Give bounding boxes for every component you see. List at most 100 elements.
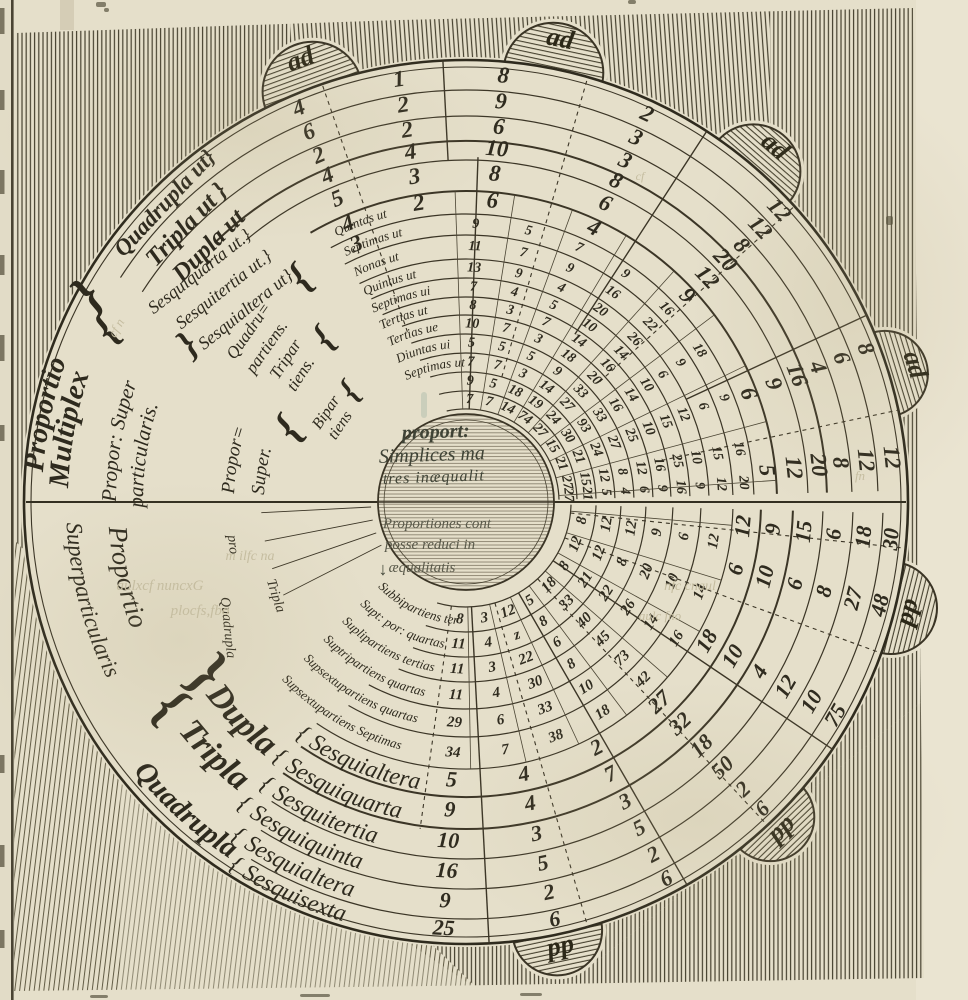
svg-text:16: 16 [605, 395, 625, 415]
svg-text:4: 4 [490, 685, 501, 702]
svg-text:27: 27 [558, 473, 576, 492]
svg-text:21: 21 [579, 485, 595, 501]
svg-text:posse reduci in: posse reduci in [384, 537, 475, 553]
svg-text:8: 8 [456, 611, 465, 627]
svg-text:12: 12 [622, 519, 640, 537]
svg-text:15: 15 [790, 519, 817, 543]
svg-text:4: 4 [617, 486, 633, 495]
svg-text:7: 7 [518, 245, 529, 261]
svg-text:25: 25 [431, 914, 455, 940]
svg-text:7: 7 [470, 279, 479, 294]
svg-text:11: 11 [450, 661, 465, 678]
svg-text:8: 8 [469, 298, 477, 313]
svg-text:93: 93 [573, 416, 593, 436]
svg-text:9: 9 [649, 527, 666, 537]
svg-text:18: 18 [506, 382, 525, 401]
svg-text:16: 16 [650, 456, 667, 473]
svg-text:15: 15 [708, 445, 725, 462]
svg-text:12: 12 [705, 532, 723, 550]
svg-text:5: 5 [488, 376, 498, 392]
svg-text:24: 24 [586, 439, 606, 459]
svg-text:25: 25 [668, 452, 686, 470]
svg-text:12: 12 [498, 601, 518, 621]
svg-text:cf: cf [636, 169, 646, 183]
svg-text:30: 30 [877, 527, 904, 552]
svg-text:14: 14 [498, 399, 517, 418]
svg-text:8: 8 [574, 515, 591, 525]
svg-text:12: 12 [673, 405, 692, 424]
svg-text:16: 16 [435, 857, 458, 883]
svg-text:21: 21 [568, 446, 588, 466]
svg-text:9: 9 [439, 887, 451, 913]
svg-text:29: 29 [446, 714, 463, 731]
svg-text:4: 4 [482, 634, 493, 651]
svg-text:5: 5 [523, 223, 533, 239]
svg-text:8: 8 [614, 467, 630, 477]
svg-text:27: 27 [603, 432, 623, 452]
svg-text:10: 10 [687, 449, 704, 466]
svg-text:7: 7 [501, 320, 512, 336]
svg-text:8: 8 [497, 62, 511, 88]
svg-text:34: 34 [444, 744, 461, 761]
svg-text:aulxcf nuncxG: aulxcf nuncxG [116, 578, 203, 594]
svg-text:25: 25 [621, 425, 641, 445]
svg-text:9: 9 [514, 266, 524, 282]
svg-text:↓: ↓ [379, 559, 388, 579]
svg-text:13: 13 [467, 260, 482, 275]
svg-text:14: 14 [621, 385, 641, 405]
svg-text:ad: ad [544, 21, 577, 56]
svg-text:10: 10 [636, 375, 656, 395]
svg-text:30: 30 [525, 672, 546, 693]
svg-text:nfc cnaul: nfc cnaul [664, 579, 716, 594]
svg-text:6: 6 [820, 528, 846, 541]
svg-text:12: 12 [632, 460, 649, 477]
svg-text:6: 6 [496, 712, 506, 729]
svg-text:10: 10 [465, 316, 480, 331]
svg-text:3: 3 [486, 659, 497, 676]
svg-text:æqualitatis: æqualitatis [389, 560, 456, 576]
svg-text:7: 7 [484, 394, 495, 410]
svg-text:20: 20 [636, 561, 657, 582]
svg-text:18: 18 [850, 525, 877, 549]
svg-text:4: 4 [508, 284, 519, 300]
svg-text:9: 9 [759, 522, 785, 535]
svg-text:6: 6 [676, 531, 693, 541]
svg-text:22: 22 [515, 648, 536, 669]
svg-text:11: 11 [448, 687, 463, 704]
svg-text:12: 12 [598, 515, 616, 533]
svg-text:m ilfc na: m ilfc na [226, 549, 275, 564]
svg-text:30: 30 [557, 425, 578, 446]
svg-text:5: 5 [497, 339, 507, 355]
svg-text:20: 20 [589, 300, 610, 321]
svg-text:33: 33 [589, 405, 610, 426]
svg-text:fn: fn [855, 468, 865, 483]
svg-text:20: 20 [735, 474, 751, 490]
svg-text:21: 21 [574, 569, 596, 591]
svg-text:10: 10 [639, 419, 658, 438]
svg-text:Proportiones cont: Proportiones cont [382, 516, 492, 532]
svg-text:5: 5 [468, 335, 476, 350]
svg-text:plocfs,fbo: plocfs,fbo [170, 603, 230, 619]
svg-text:3: 3 [478, 609, 489, 626]
svg-text:10: 10 [662, 571, 682, 591]
svg-text:12: 12 [566, 534, 586, 554]
svg-text:3: 3 [504, 302, 515, 318]
svg-text:12: 12 [589, 543, 609, 563]
svg-text:9: 9 [466, 373, 474, 388]
svg-text:7: 7 [466, 392, 475, 407]
svg-text:7: 7 [492, 357, 503, 373]
svg-text:tres inæqualit: tres inæqualit [383, 467, 485, 488]
svg-text:15: 15 [576, 471, 593, 488]
svg-text:9: 9 [472, 217, 480, 232]
svg-text:proport:: proport: [400, 420, 471, 444]
svg-text:15: 15 [656, 412, 675, 431]
svg-text:12: 12 [595, 467, 612, 484]
svg-text:11: 11 [451, 636, 466, 653]
svg-text:7: 7 [467, 354, 476, 369]
svg-text:12: 12 [729, 514, 756, 538]
svg-text:aulc fno: aulc fno [639, 608, 682, 623]
svg-text:14: 14 [690, 582, 710, 602]
svg-text:Simplices ma: Simplices ma [378, 442, 485, 468]
svg-text:11: 11 [468, 239, 482, 254]
svg-text:6: 6 [486, 187, 500, 213]
